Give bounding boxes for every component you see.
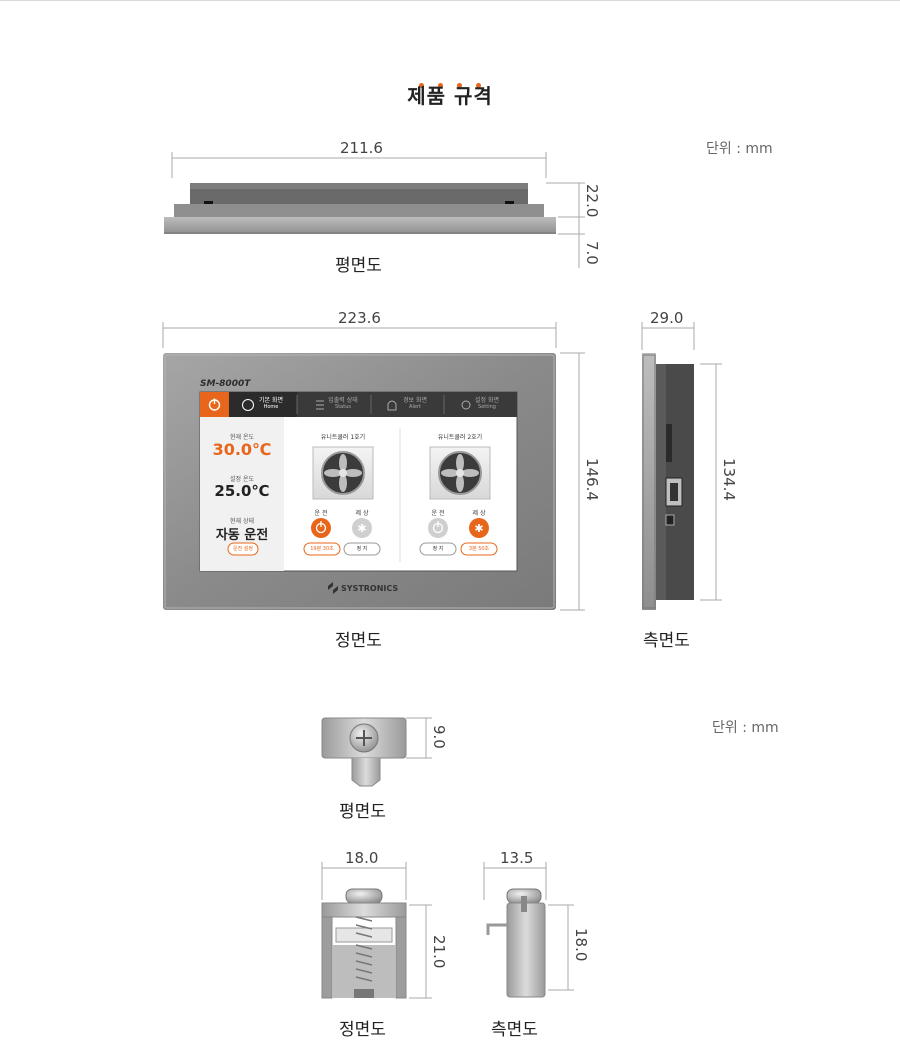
panel-side-view [642,353,694,610]
state-label: 현재 상태 [230,518,254,525]
page-title: 제품 규격 [407,84,493,108]
dimension-lines [162,152,722,999]
dim-top-flange: 7.0 [583,241,601,265]
unit-label-bracket: 단위 : mm [712,720,779,736]
bracket-front-view [321,888,407,999]
unit1-stop-button[interactable]: 정 지 [356,546,368,552]
unit-label: 단위 : mm [706,141,773,157]
dim-front-height: 146.4 [583,458,601,501]
brand-label: SYSTRONICS [341,584,399,593]
dim-top-width: 211.6 [340,139,383,157]
unit2-stop-button[interactable]: 정 지 [432,546,444,552]
panel-front-view: ✱ ✱ [163,353,556,610]
unit1-defrost-label: 제 상 [355,510,369,517]
dim-bracket-side-width: 13.5 [500,849,534,867]
caption-panel-side: 측면도 [643,631,690,651]
dim-side-depth: 29.0 [650,309,684,327]
dim-bracket-front-height: 21.0 [430,935,448,969]
caption-bracket-top: 평면도 [339,802,386,822]
state-setting-button[interactable]: 운전 설정 [233,546,253,552]
dim-bracket-front-width: 18.0 [345,849,379,867]
unit1-run-label: 운 전 [314,510,328,517]
model-label: SM-8000T [200,379,251,389]
title-dots [0,73,900,92]
caption-bracket-side: 측면도 [491,1020,538,1040]
unit1-title: 유니트쿨러 1호기 [320,434,366,441]
top-divider [0,0,900,1]
dim-side-height: 134.4 [720,458,738,501]
set-temp-value: 25.0℃ [214,482,270,500]
bracket-top-view [321,717,407,787]
state-value: 자동 운전 [215,528,269,543]
set-temp-label: 설정 온도 [230,476,254,483]
dim-top-depth: 22.0 [583,184,601,218]
dim-bracket-side-height: 18.0 [572,928,590,962]
current-temp-value: 30.0℃ [212,440,272,459]
dim-front-width: 223.6 [338,309,381,327]
unit1-run-time: 19분 30초 [310,546,334,552]
caption-panel-front: 정면도 [335,631,382,651]
bracket-side-view [486,888,546,998]
fan-unit-2: ✱ [419,446,498,556]
unit2-defrost-label: 제 상 [472,510,486,517]
unit2-run-label: 운 전 [431,510,445,517]
unit2-title: 유니트쿨러 2호기 [437,434,483,441]
unit2-defrost-time: 3분 50초 [468,546,490,552]
panel-top-view [164,183,556,234]
svg-text:✱: ✱ [357,522,366,535]
current-temp-label: 현재 온도 [230,434,254,441]
dim-bracket-top: 9.0 [430,725,448,749]
fan-unit-1: ✱ [303,446,381,556]
svg-text:✱: ✱ [474,522,483,535]
caption-panel-top: 평면도 [335,256,382,276]
caption-bracket-front: 정면도 [339,1020,386,1040]
